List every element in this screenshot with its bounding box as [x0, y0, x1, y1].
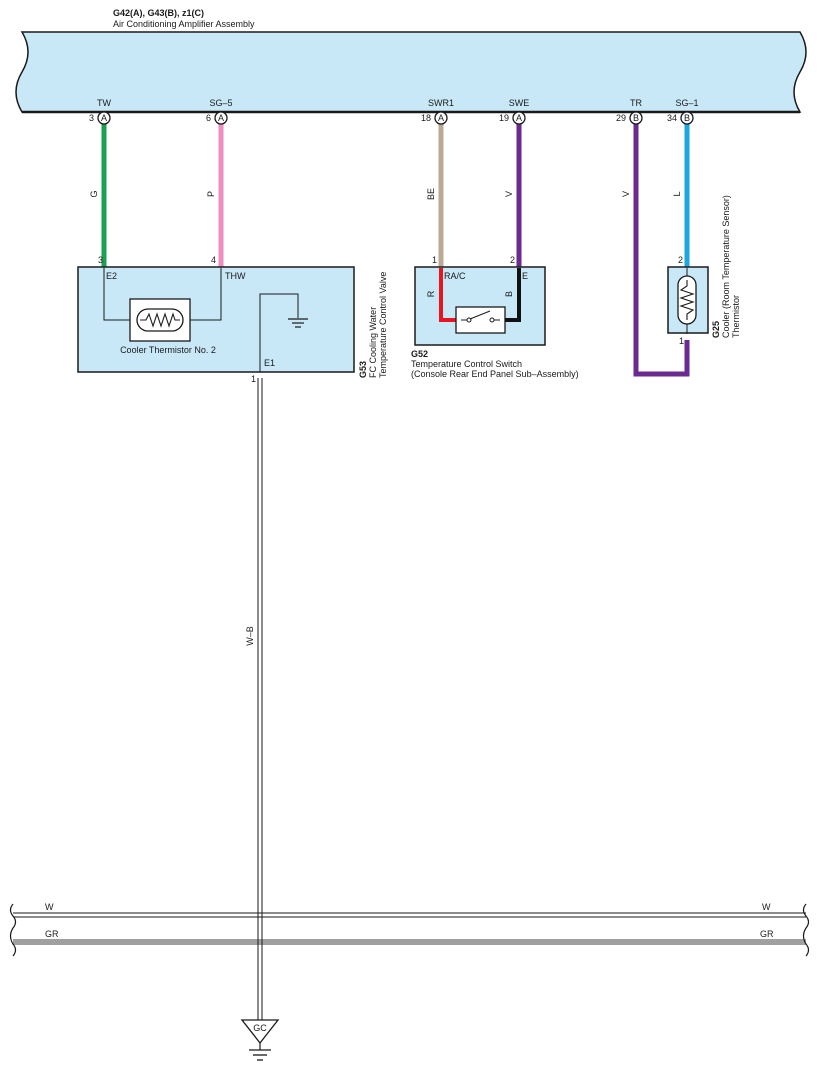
wire-code-switch-left: R [426, 290, 436, 297]
terminal-label-tr: TR [630, 98, 642, 108]
room-thermistor-icon [677, 275, 697, 325]
ground-icon [288, 318, 308, 328]
wire-code-swe: V [504, 191, 514, 197]
g53-line1: FC Cooling Water [368, 307, 378, 378]
wire-ground-wb [257, 378, 263, 1020]
wire-tr [633, 124, 690, 377]
g25-line1: Cooler (Room Temperature Sensor) [721, 195, 731, 338]
wire-switch-red [439, 268, 456, 322]
connector-pin-swr1: A 18 [421, 111, 448, 125]
svg-text:6: 6 [206, 113, 211, 123]
ground-point-label: GC [253, 1023, 267, 1033]
svg-text:A: A [516, 113, 522, 123]
g52-id: G52 [411, 349, 428, 359]
terminal-label-sg5: SG–5 [209, 98, 232, 108]
g53-component: Cooler Thermistor No. 2 [120, 345, 216, 355]
g25-id: G25 [711, 321, 721, 338]
g25-pin-top: 2 [678, 255, 683, 265]
terminal-label-tw: TW [97, 98, 111, 108]
g53-term-e1: E1 [264, 358, 275, 368]
wire-code-tr: V [621, 191, 631, 197]
svg-text:19: 19 [499, 113, 509, 123]
svg-text:A: A [101, 113, 107, 123]
wire-code-swr1: BE [426, 188, 436, 200]
g52-line2: (Console Rear End Panel Sub–Assembly) [411, 369, 579, 379]
svg-text:B: B [684, 113, 690, 123]
connector-pin-tw: A 3 [89, 111, 111, 125]
g25-line2: Thermistor [731, 295, 741, 338]
amplifier-connectors: G42(A), G43(B), z1(C) [113, 8, 204, 18]
g52-term-right: E [522, 271, 528, 281]
g52-term-left: RA/C [444, 271, 466, 281]
g53-pin-e2: 3 [98, 255, 103, 265]
g53-term-e2: E2 [106, 271, 117, 281]
bus-w-label-left: W [45, 902, 54, 912]
bus-w-label-right: W [762, 902, 771, 912]
connector-pin-sg1: B 34 [667, 111, 694, 125]
amplifier-name: Air Conditioning Amplifier Assembly [113, 19, 255, 29]
terminal-label-sg1: SG–1 [675, 98, 698, 108]
svg-text:A: A [218, 113, 224, 123]
ground-point-icon [240, 1019, 280, 1061]
g53-pin-thw: 4 [211, 255, 216, 265]
g52-pin-left: 1 [432, 255, 437, 265]
wire-code-tw: G [89, 190, 99, 197]
connector-pin-swe: A 19 [499, 111, 526, 125]
g52-line1: Temperature Control Switch [411, 359, 522, 369]
g53-line2: Temperature Control Valve [378, 272, 388, 378]
wire-code-sg5: P [206, 191, 216, 197]
terminal-label-swe: SWE [509, 98, 530, 108]
g53-pin-e1: 1 [251, 374, 256, 384]
switch-icon [455, 306, 506, 334]
wire-code-ground: W–B [245, 626, 255, 646]
bus-gr-label-left: GR [45, 929, 59, 939]
g53-id: G53 [358, 361, 368, 378]
g25-pin-bottom: 1 [679, 336, 684, 346]
svg-text:A: A [438, 113, 444, 123]
thermistor-icon [129, 298, 191, 342]
svg-text:18: 18 [421, 113, 431, 123]
connector-pin-sg5: A 6 [206, 111, 228, 125]
g52-pin-right: 2 [510, 255, 515, 265]
bus-gr-label-right: GR [760, 929, 774, 939]
g53-term-thw: THW [225, 271, 246, 281]
wire-code-switch-right: B [504, 291, 514, 297]
terminal-label-swr1: SWR1 [428, 98, 454, 108]
svg-text:29: 29 [616, 113, 626, 123]
wire-code-sg1: L [672, 191, 682, 196]
wire-switch-black [505, 268, 521, 322]
connector-pin-tr: B 29 [616, 111, 643, 125]
svg-text:34: 34 [667, 113, 677, 123]
svg-text:B: B [633, 113, 639, 123]
svg-text:3: 3 [89, 113, 94, 123]
